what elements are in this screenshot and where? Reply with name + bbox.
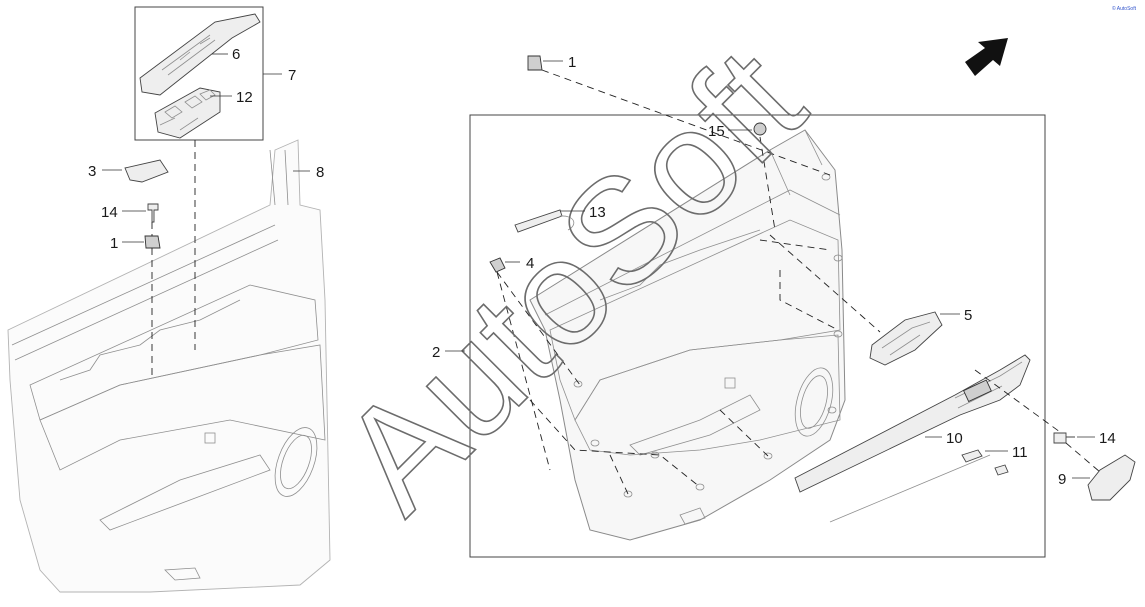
part-1-clip-top [527, 55, 543, 71]
exploded-view-frame [469, 114, 1046, 558]
callout-leaders [102, 53, 1095, 479]
front-direction-arrow-icon [965, 38, 1008, 76]
part-4-clip [489, 257, 506, 273]
door-trim-panel [529, 129, 846, 541]
callout-11: 11 [1012, 444, 1028, 461]
callout-6: 6 [232, 46, 240, 63]
part-1-clip-left [144, 235, 161, 249]
switch-bezel [139, 13, 261, 96]
window-switch-assembly [154, 87, 221, 139]
callout-12: 12 [236, 89, 253, 106]
callout-1-left: 1 [110, 235, 118, 252]
callout-8: 8 [316, 164, 324, 181]
part-10-trim-strip [794, 354, 1031, 523]
part-5-inner-handle [869, 311, 943, 366]
callout-13: 13 [589, 204, 606, 221]
callout-14-right: 14 [1099, 430, 1116, 447]
callout-labels: 6 7 12 3 8 14 1 1 15 13 4 2 5 10 11 14 9 [88, 46, 1116, 488]
assembled-door-panel [7, 139, 331, 593]
callout-15: 15 [708, 123, 725, 140]
callout-10: 10 [946, 430, 963, 447]
callout-4: 4 [526, 255, 534, 272]
part-11-clip [961, 449, 1009, 476]
callout-9: 9 [1058, 471, 1066, 488]
callout-2: 2 [432, 344, 440, 361]
part-13-bracket [514, 209, 575, 233]
callout-3: 3 [88, 163, 96, 180]
part-14-screw-right [1053, 432, 1075, 444]
part-15-nut [753, 122, 767, 136]
assembly-lines [151, 69, 1101, 495]
callout-7: 7 [288, 67, 296, 84]
corner-mark: © AutoSoft [1112, 5, 1137, 12]
callout-1-top: 1 [568, 54, 576, 71]
part-14-screw-left [147, 203, 159, 223]
part-9-cover [1087, 454, 1136, 501]
callout-5: 5 [964, 307, 972, 324]
part-3-cover [124, 159, 169, 183]
switch-inset-box [134, 6, 264, 141]
callout-14-left: 14 [101, 204, 118, 221]
